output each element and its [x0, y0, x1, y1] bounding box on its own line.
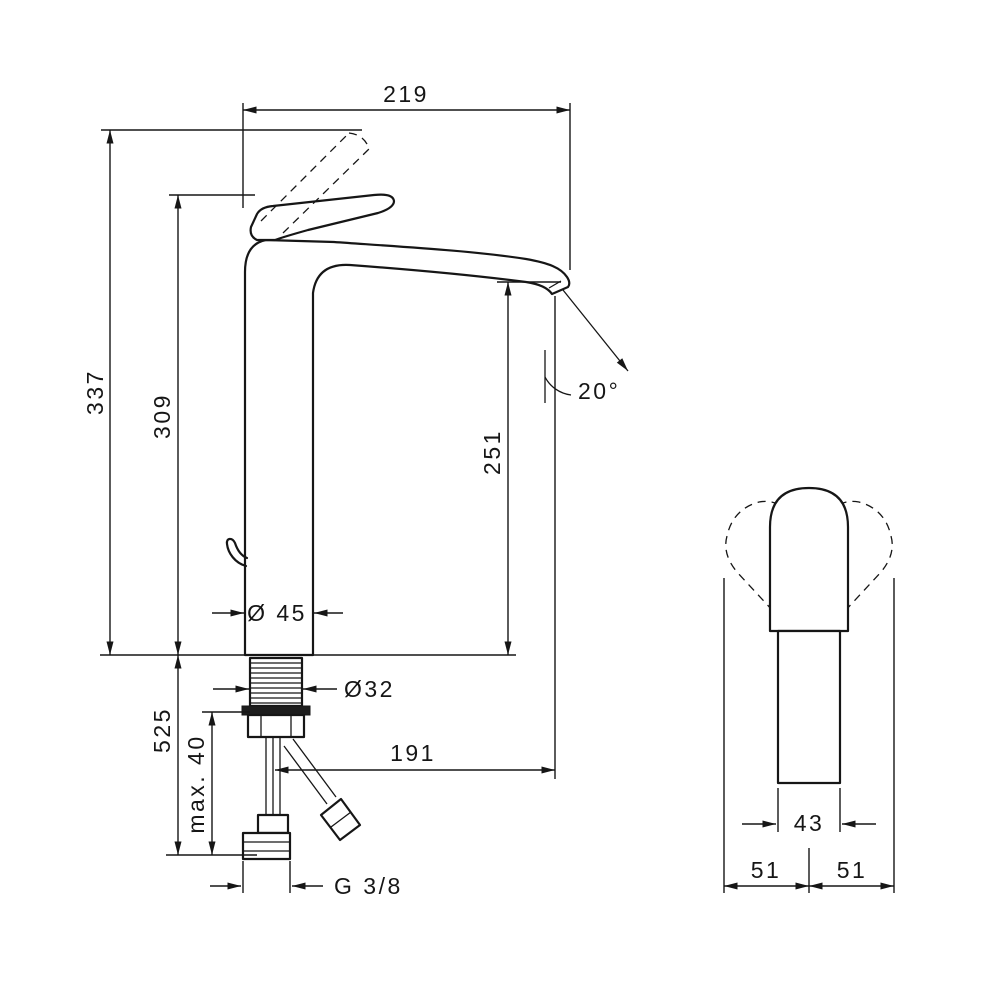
dim-label-51-left: 51 — [751, 857, 782, 883]
dimension-thread-g38: G 3/8 — [210, 861, 403, 899]
front-view-product — [725, 486, 893, 785]
mounting-washer — [241, 705, 311, 716]
dimension-angle-20: 20° — [544, 289, 629, 404]
supply-hose-angled — [283, 738, 362, 842]
dim-label-309: 309 — [149, 393, 175, 439]
dim-label-max40: max. 40 — [183, 734, 209, 833]
dimension-height-309: 309 — [149, 194, 255, 655]
dim-label-dia45: Ø 45 — [247, 600, 307, 626]
popup-rod-lever — [225, 537, 249, 568]
hose1-fitting-ridges — [243, 841, 290, 852]
dimension-height-337: 337 — [82, 129, 362, 655]
dim-label-191: 191 — [390, 740, 436, 766]
dim-label-337: 337 — [82, 369, 108, 415]
dim-label-219: 219 — [383, 81, 429, 107]
body-front-outline — [776, 629, 842, 785]
dimension-swing-51-51: 51 51 — [723, 578, 895, 893]
dim-label-51-right: 51 — [837, 857, 868, 883]
hose2-left-edge — [283, 745, 328, 805]
dim-label-525: 525 — [149, 707, 175, 753]
dimension-diameter-45: Ø 45 — [212, 600, 343, 626]
dimension-reach-191: 191 — [275, 296, 556, 779]
dim-label-20deg: 20° — [578, 378, 620, 404]
dimension-height-251: 251 — [479, 281, 561, 655]
mounting-nut — [246, 713, 306, 739]
dimension-width-219: 219 — [242, 81, 571, 270]
shank-thread-hatch — [250, 662, 302, 704]
handle-raised-dashed — [260, 132, 370, 234]
hose2-fitting-ridge — [330, 811, 352, 828]
angle-direction-line — [562, 289, 629, 372]
dim-label-g38: G 3/8 — [334, 873, 403, 899]
dimension-max-40: max. 40 — [183, 711, 250, 855]
dimension-diameter-32: Ø32 — [213, 676, 395, 702]
front-view-dimensions: 43 51 51 — [723, 578, 895, 893]
handle-swing-left-dashed — [725, 500, 787, 612]
dim-label-43: 43 — [794, 810, 825, 836]
handle-lever — [249, 193, 396, 242]
handle-raised-tip — [348, 132, 370, 150]
dim-label-dia32: Ø32 — [344, 676, 395, 702]
handle-front-outline — [768, 486, 850, 633]
handle-swing-right-dashed — [831, 500, 893, 612]
main-view-dimensions: 219 337 309 251 20° — [82, 81, 629, 899]
supply-hose-straight — [241, 737, 292, 861]
hose1-connector — [256, 813, 290, 835]
handle-raised-top-edge — [260, 132, 350, 222]
angle-arc — [544, 376, 572, 396]
threaded-shank — [248, 656, 304, 708]
dim-label-251: 251 — [479, 429, 505, 475]
dimension-width-43: 43 — [742, 788, 876, 836]
handle-raised-bottom-edge — [282, 148, 370, 234]
